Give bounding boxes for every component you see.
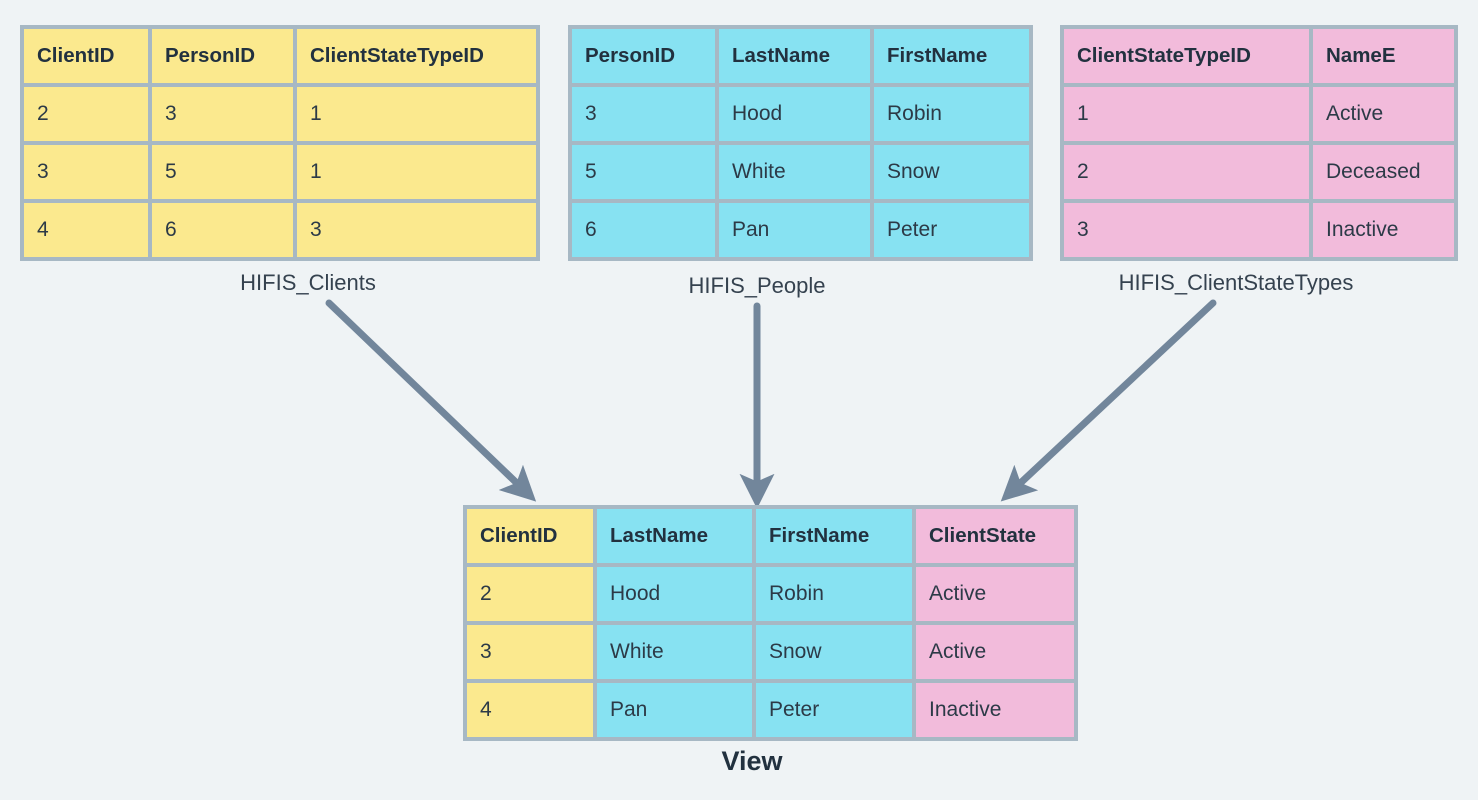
table-header-row: ClientStateTypeID NameE [1062, 27, 1456, 85]
column-header: NameE [1311, 27, 1456, 85]
table-cell: Active [1311, 85, 1456, 143]
column-header: PersonID [150, 27, 295, 85]
table-row: 6 Pan Peter [570, 201, 1031, 259]
table-cell: Snow [872, 143, 1031, 201]
column-header: FirstName [754, 507, 914, 565]
table-cell: 1 [295, 143, 538, 201]
table-cell: White [595, 623, 754, 681]
table-cell: 2 [465, 565, 595, 623]
table-hifis-clientstatetypes: ClientStateTypeID NameE 1 Active 2 Decea… [1060, 25, 1458, 261]
table-cell: 1 [295, 85, 538, 143]
table-cell: Pan [595, 681, 754, 739]
table-row: 3 5 1 [22, 143, 538, 201]
column-header: LastName [595, 507, 754, 565]
table-header-row: PersonID LastName FirstName [570, 27, 1031, 85]
table-header-row: ClientID PersonID ClientStateTypeID [22, 27, 538, 85]
table-cell: Robin [872, 85, 1031, 143]
table-cell: Active [914, 565, 1076, 623]
table-cell: 3 [295, 201, 538, 259]
column-header: FirstName [872, 27, 1031, 85]
table-cell: 5 [150, 143, 295, 201]
table-cell: 5 [570, 143, 717, 201]
table-cell: Deceased [1311, 143, 1456, 201]
table-cell: Hood [717, 85, 872, 143]
table-cell: 3 [465, 623, 595, 681]
table-cell: Inactive [914, 681, 1076, 739]
column-header: LastName [717, 27, 872, 85]
table-cell: 6 [570, 201, 717, 259]
table-cell: 4 [465, 681, 595, 739]
arrow-clients-to-view [325, 299, 537, 502]
column-header: PersonID [570, 27, 717, 85]
table-cell: 3 [22, 143, 150, 201]
table-row: 5 White Snow [570, 143, 1031, 201]
table-cell: 6 [150, 201, 295, 259]
table-cell: 3 [570, 85, 717, 143]
table-row: 4 6 3 [22, 201, 538, 259]
table-row: 3 White Snow Active [465, 623, 1076, 681]
table-cell: White [717, 143, 872, 201]
view-title-label: View [721, 746, 783, 776]
table-caption-hifis-people: HIFIS_People [688, 273, 826, 298]
table-caption-hifis-clients: HIFIS_Clients [240, 270, 376, 295]
table-row: 2 Deceased [1062, 143, 1456, 201]
arrow-statetypes-to-view [1000, 299, 1217, 502]
column-header: ClientState [914, 507, 1076, 565]
table-row: 4 Pan Peter Inactive [465, 681, 1076, 739]
table-cell: 3 [1062, 201, 1311, 259]
table-cell: Robin [754, 565, 914, 623]
table-cell: Peter [872, 201, 1031, 259]
table-cell: 3 [150, 85, 295, 143]
table-cell: Pan [717, 201, 872, 259]
table-hifis-people: PersonID LastName FirstName 3 Hood Robin… [568, 25, 1033, 261]
table-cell: 2 [22, 85, 150, 143]
table-header-row: ClientID LastName FirstName ClientState [465, 507, 1076, 565]
table-row: 1 Active [1062, 85, 1456, 143]
column-header: ClientStateTypeID [295, 27, 538, 85]
column-header: ClientID [465, 507, 595, 565]
column-header: ClientID [22, 27, 150, 85]
table-cell: Peter [754, 681, 914, 739]
table-cell: 4 [22, 201, 150, 259]
table-cell: Inactive [1311, 201, 1456, 259]
table-row: 3 Hood Robin [570, 85, 1031, 143]
table-cell: 1 [1062, 85, 1311, 143]
table-row: 2 Hood Robin Active [465, 565, 1076, 623]
table-row: 3 Inactive [1062, 201, 1456, 259]
table-cell: Snow [754, 623, 914, 681]
table-caption-hifis-clientstatetypes: HIFIS_ClientStateTypes [1118, 270, 1354, 295]
table-row: 2 3 1 [22, 85, 538, 143]
table-cell: Active [914, 623, 1076, 681]
column-header: ClientStateTypeID [1062, 27, 1311, 85]
table-cell: Hood [595, 565, 754, 623]
table-cell: 2 [1062, 143, 1311, 201]
table-result-view: ClientID LastName FirstName ClientState … [463, 505, 1078, 741]
table-hifis-clients: ClientID PersonID ClientStateTypeID 2 3 … [20, 25, 540, 261]
